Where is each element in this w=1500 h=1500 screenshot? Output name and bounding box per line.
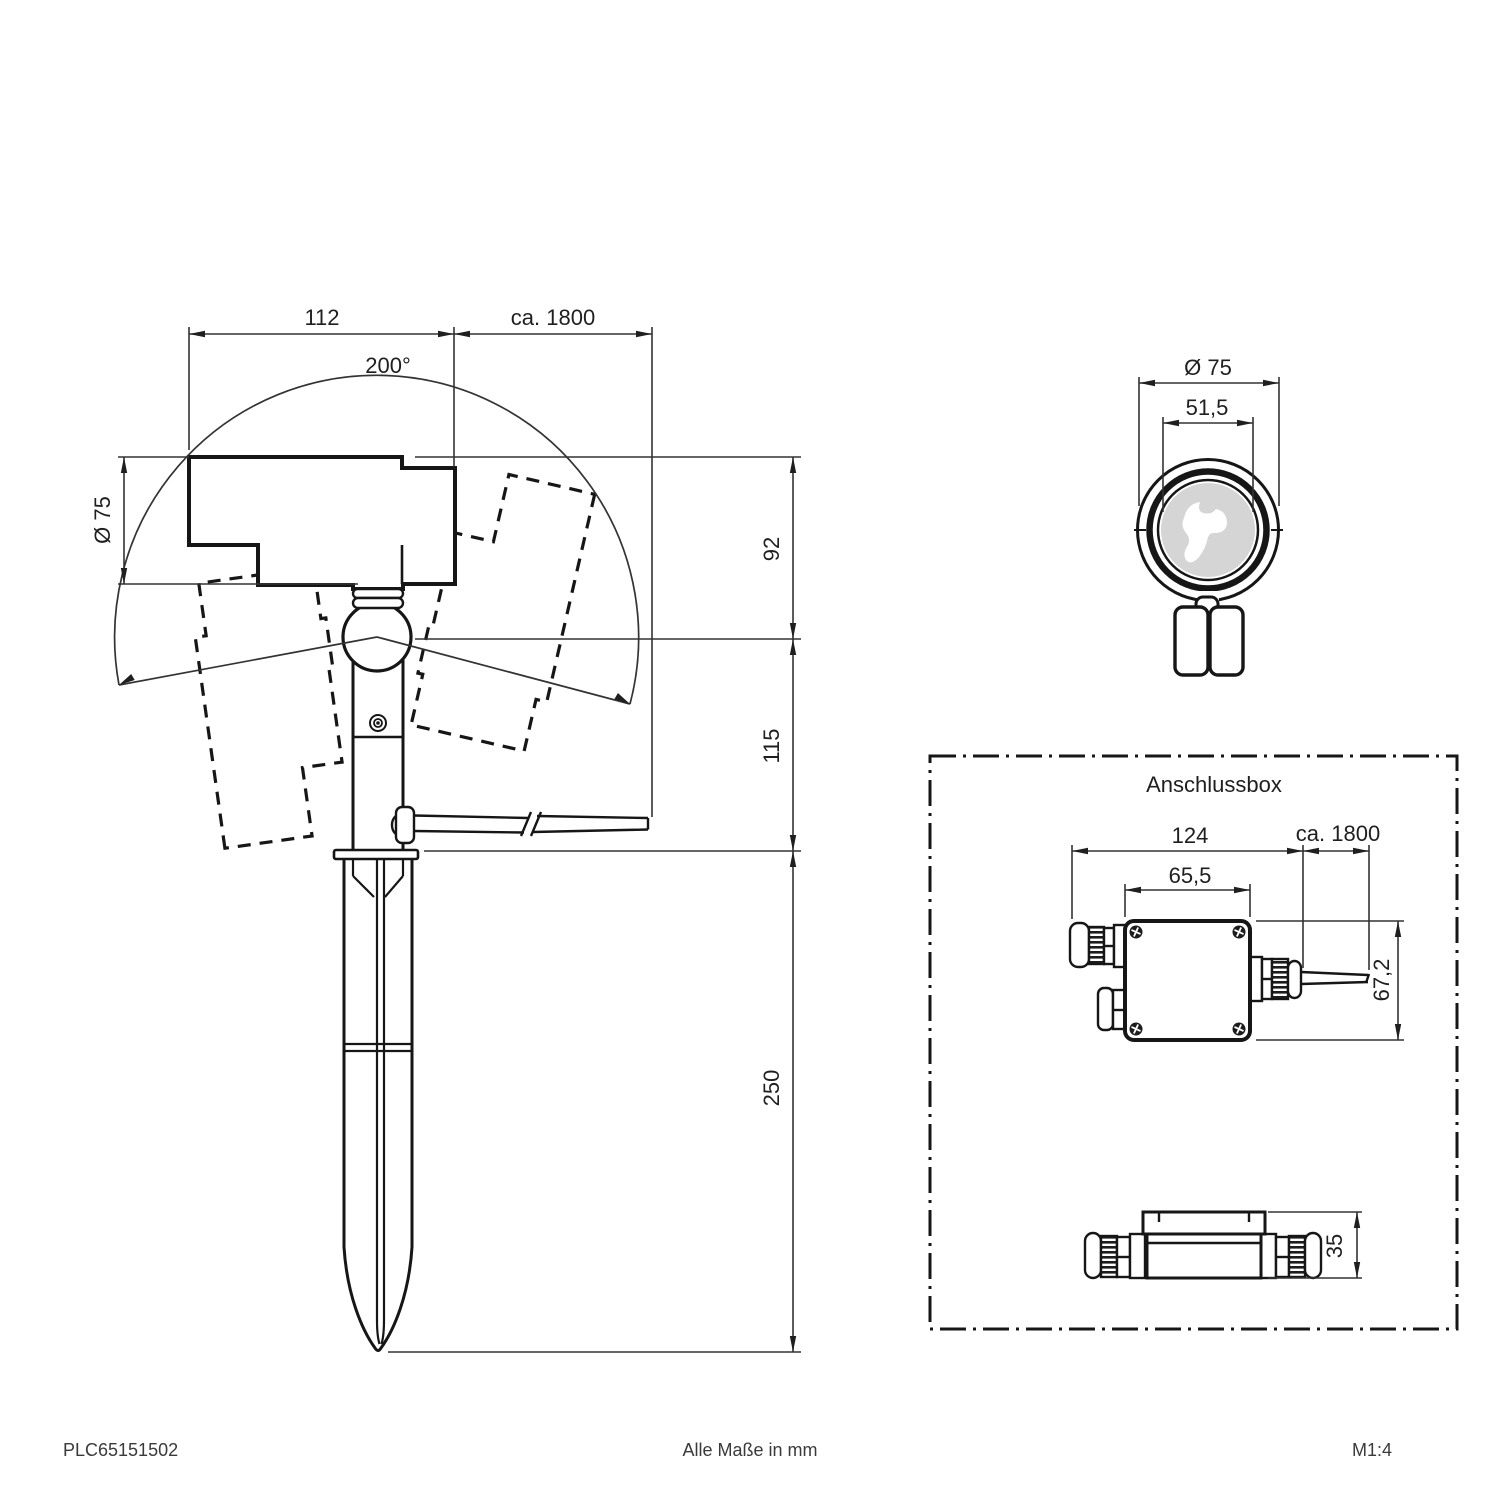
- dim-label-box-depth: 35: [1322, 1234, 1347, 1258]
- side-box-body: [1145, 1232, 1263, 1280]
- swivel-position-dashed-left: [193, 565, 344, 851]
- bracket-right-clamp: [1208, 605, 1245, 677]
- dim-label-total-length: 124: [1172, 823, 1209, 848]
- product-code: PLC65151502: [63, 1440, 178, 1460]
- lens-rings: [1134, 458, 1283, 602]
- dim-label-body-height: 115: [759, 728, 784, 763]
- front-view-dimension-labels: Ø 75 51,5: [1184, 355, 1232, 420]
- dim-label-outer-diameter: Ø 75: [1184, 355, 1232, 380]
- box-cable-top: [1300, 970, 1369, 977]
- lamp-head: [187, 455, 457, 610]
- gland-left-upper: [1068, 921, 1127, 969]
- ground-collar-plate: [332, 848, 420, 861]
- junction-box-dimensions: [1071, 845, 1404, 1279]
- bracket-left-clamp: [1173, 605, 1210, 677]
- swivel-arc: [113, 374, 640, 705]
- box-screws: [1129, 925, 1246, 1036]
- junction-box-side-view: [1083, 1210, 1323, 1280]
- front-bracket: [1173, 591, 1245, 677]
- dim-label-spike-length: 250: [759, 1070, 784, 1107]
- dim-label-lens-diameter: 51,5: [1186, 395, 1229, 420]
- units-note: Alle Maße in mm: [682, 1440, 817, 1460]
- side-gland-left: [1083, 1231, 1147, 1280]
- dim-label-box-cable-length: ca. 1800: [1296, 821, 1380, 846]
- ground-spike: [342, 856, 414, 1352]
- panel-border: [928, 754, 1459, 1331]
- dim-label-head-length: 112: [304, 305, 339, 330]
- junction-box-dimension-labels: 124 ca. 1800 65,5 67,2 35: [1169, 821, 1394, 1258]
- front-view: Ø 75 51,5: [1134, 355, 1283, 677]
- dim-label-swivel-angle: 200°: [365, 353, 411, 378]
- junction-box-title: Anschlussbox: [1146, 772, 1282, 797]
- drawing-scale: M1:4: [1352, 1440, 1392, 1460]
- side-view: 112 ca. 1800 200° Ø 75 92 115 250: [90, 305, 801, 1353]
- stem-cable-gland: [390, 805, 416, 845]
- neck-ring-bottom: [351, 596, 405, 610]
- side-box-lid: [1141, 1210, 1267, 1236]
- adjustment-screw: [369, 714, 387, 732]
- dim-label-box-height: 67,2: [1369, 959, 1394, 1002]
- side-view-dimension-labels: 112 ca. 1800 200° Ø 75 92 115 250: [90, 305, 784, 1106]
- connection-cable: [413, 811, 650, 837]
- junction-box-panel: Anschlussbox: [928, 754, 1459, 1331]
- dim-label-head-diameter: Ø 75: [90, 496, 115, 544]
- gland-left-lower: [1096, 986, 1127, 1032]
- dim-label-body-length: 65,5: [1169, 863, 1212, 888]
- swivel-position-dashed-right: [409, 472, 597, 753]
- footer: PLC65151502 Alle Maße in mm M1:4: [63, 1440, 1392, 1460]
- dim-label-cable-length: ca. 1800: [511, 305, 595, 330]
- side-gland-right: [1259, 1231, 1323, 1280]
- junction-box-top-view: [1068, 919, 1371, 1042]
- neck-ring-top: [351, 587, 405, 600]
- box-cable-bottom: [1300, 980, 1369, 986]
- dim-label-head-height: 92: [759, 537, 784, 561]
- lens-highlight: [1182, 502, 1227, 563]
- box-body: [1123, 919, 1252, 1042]
- front-view-dimensions: [1138, 377, 1280, 512]
- gland-right: [1248, 955, 1371, 1003]
- side-view-dimensions: [118, 327, 801, 1353]
